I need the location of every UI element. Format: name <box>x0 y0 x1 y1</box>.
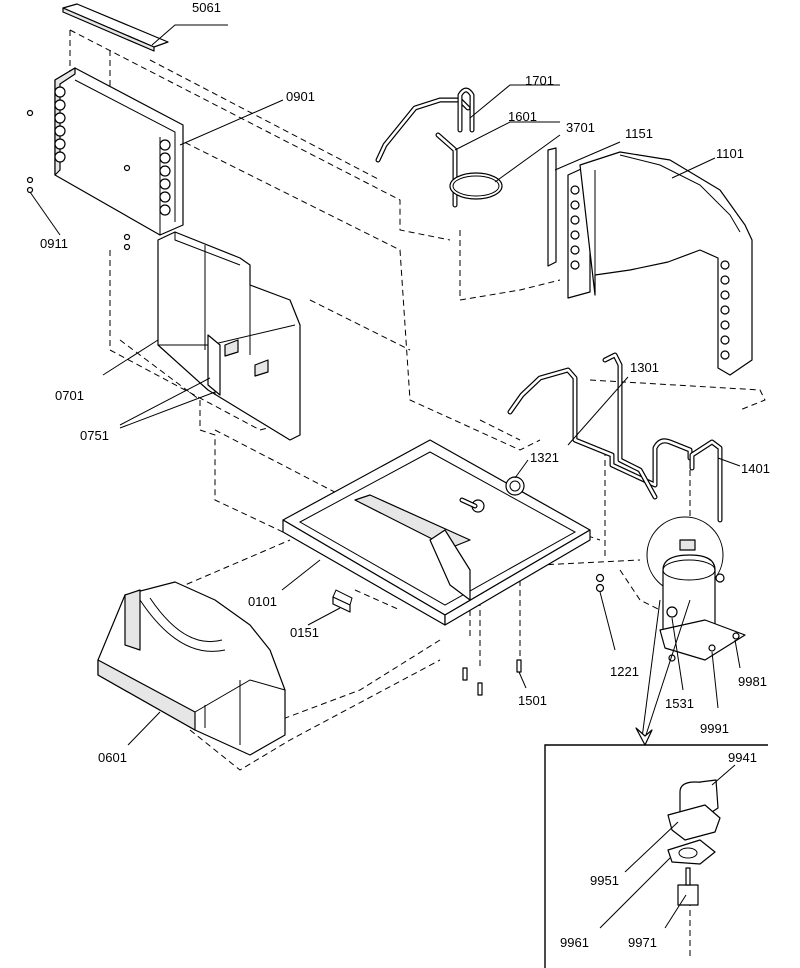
callout-1221: 1221 <box>610 664 639 679</box>
callout-0901: 0901 <box>286 89 315 104</box>
callout-1601: 1601 <box>508 109 537 124</box>
callout-9941: 9941 <box>728 750 757 765</box>
callout-0101: 0101 <box>248 594 277 609</box>
part-1101-evap-wrap <box>579 151 753 376</box>
callout-0151: 0151 <box>290 625 319 640</box>
part-1701-tube <box>375 87 475 163</box>
callout-1501: 1501 <box>518 693 547 708</box>
callout-9961: 9961 <box>560 935 589 950</box>
part-1601-tube <box>435 132 458 208</box>
callout-9981: 9981 <box>738 674 767 689</box>
part-0601-front-shroud <box>97 581 286 756</box>
part-1501-screws <box>462 659 522 696</box>
part-5061-top-strip <box>62 3 169 52</box>
part-0901-coil <box>26 67 184 251</box>
part-1401-tubing <box>689 439 723 523</box>
part-3701-ring <box>449 172 503 200</box>
part-1301-tubing <box>507 352 693 500</box>
callout-3701: 3701 <box>566 120 595 135</box>
callout-9951: 9951 <box>590 873 619 888</box>
callout-1701: 1701 <box>525 73 554 88</box>
leader-lines <box>29 24 741 929</box>
callout-0751: 0751 <box>80 428 109 443</box>
callout-1321: 1321 <box>530 450 559 465</box>
compressor-assembly <box>595 516 746 746</box>
coil-return-bends <box>54 86 171 216</box>
callout-9991: 9991 <box>700 721 729 736</box>
part-9961-gasket <box>667 839 716 865</box>
screw-icons <box>26 109 131 251</box>
callout-0701: 0701 <box>55 388 84 403</box>
callout-1401: 1401 <box>741 461 770 476</box>
callout-1101: 1101 <box>716 146 744 161</box>
callout-0601: 0601 <box>98 750 127 765</box>
callout-5061: 5061 <box>192 0 221 15</box>
callout-labels: 5061 0901 0911 0701 0751 1701 1601 3701 … <box>40 0 770 950</box>
callout-1151: 1151 <box>625 126 653 141</box>
callout-1301: 1301 <box>630 360 659 375</box>
part-0701-shroud <box>157 231 301 441</box>
part-0151-bracket <box>332 589 353 613</box>
part-9951-cover <box>667 804 721 841</box>
part-0101-base-pan <box>282 439 591 626</box>
callout-1531: 1531 <box>665 696 694 711</box>
detail-inset <box>544 744 768 968</box>
callout-9971: 9971 <box>628 935 657 950</box>
callout-0911: 0911 <box>40 236 68 251</box>
part-9971-terminal <box>677 867 699 906</box>
